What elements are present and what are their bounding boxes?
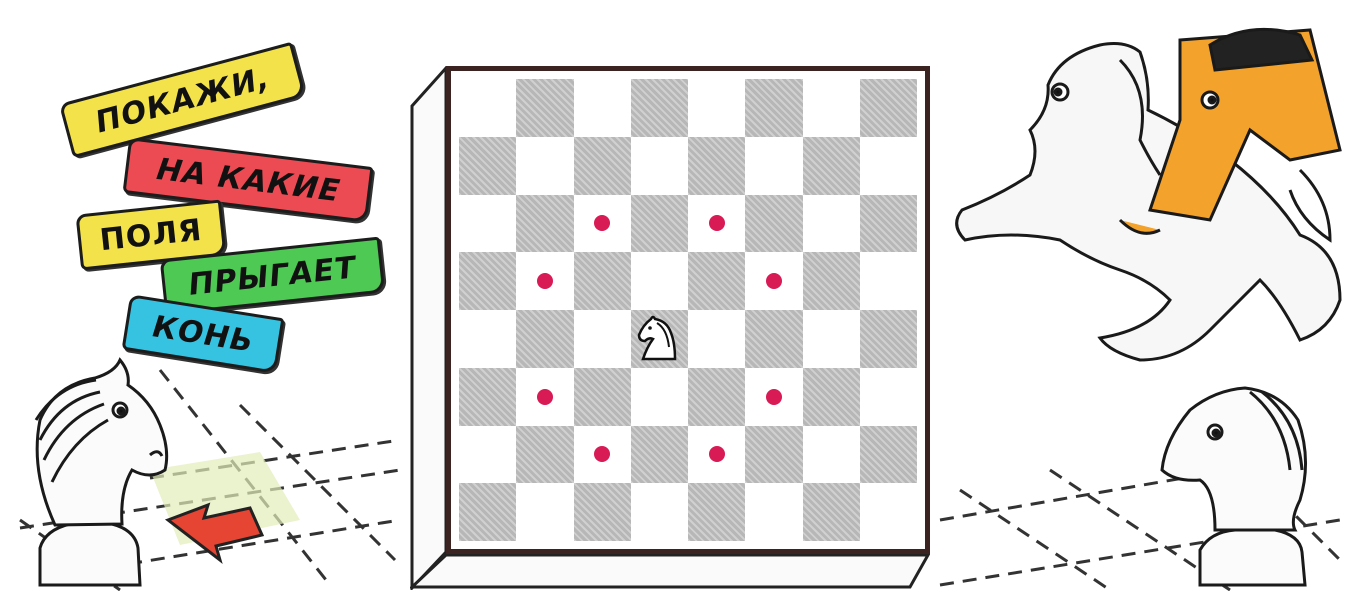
target-dot	[594, 446, 610, 462]
board-square-d2	[631, 426, 688, 484]
board-square-e1	[688, 483, 745, 541]
target-dot	[709, 446, 725, 462]
board-square-c3	[574, 368, 631, 426]
target-dot	[766, 273, 782, 289]
board-square-g5	[803, 252, 860, 310]
board-square-h1	[860, 483, 917, 541]
board-square-c5	[574, 252, 631, 310]
board-square-g3	[803, 368, 860, 426]
board-square-a6	[459, 195, 516, 253]
board-square-e7	[688, 137, 745, 195]
board-square-e4	[688, 310, 745, 368]
board-square-f1	[745, 483, 802, 541]
board-square-b5	[516, 252, 573, 310]
board-square-g7	[803, 137, 860, 195]
banner-text: НА КАКИЕ	[151, 152, 346, 208]
board-square-h6	[860, 195, 917, 253]
board-square-c6	[574, 195, 631, 253]
board-square-a7	[459, 137, 516, 195]
board-square-f7	[745, 137, 802, 195]
board-square-c1	[574, 483, 631, 541]
board-square-a3	[459, 368, 516, 426]
board-square-b1	[516, 483, 573, 541]
knight-piece-icon	[633, 313, 685, 365]
board-square-b7	[516, 137, 573, 195]
target-dot	[537, 389, 553, 405]
target-dot	[709, 215, 725, 231]
board-square-b2	[516, 426, 573, 484]
board-square-f4	[745, 310, 802, 368]
board-square-d4	[631, 310, 688, 368]
board-square-f5	[745, 252, 802, 310]
board-square-g4	[803, 310, 860, 368]
board-grid	[459, 79, 917, 541]
board-square-h8	[860, 79, 917, 137]
board-square-a4	[459, 310, 516, 368]
board-side-edge	[410, 66, 450, 590]
board-square-b4	[516, 310, 573, 368]
board-square-f2	[745, 426, 802, 484]
banner-text: ПРЫГАЕТ	[187, 249, 357, 302]
banner-text: КОНЬ	[147, 309, 258, 359]
board-square-h4	[860, 310, 917, 368]
board-square-e3	[688, 368, 745, 426]
board-square-c7	[574, 137, 631, 195]
board-square-d1	[631, 483, 688, 541]
board-square-g2	[803, 426, 860, 484]
board-square-a1	[459, 483, 516, 541]
board-square-a5	[459, 252, 516, 310]
target-dot	[537, 273, 553, 289]
board-square-a2	[459, 426, 516, 484]
banner-text: ПОЛЯ	[98, 212, 204, 258]
board-square-h5	[860, 252, 917, 310]
board-square-f8	[745, 79, 802, 137]
board-square-f6	[745, 195, 802, 253]
board-square-b6	[516, 195, 573, 253]
board-square-e8	[688, 79, 745, 137]
board-square-h3	[860, 368, 917, 426]
board-square-c4	[574, 310, 631, 368]
board-square-d7	[631, 137, 688, 195]
board-square-e2	[688, 426, 745, 484]
board-square-d6	[631, 195, 688, 253]
board-square-d5	[631, 252, 688, 310]
board-square-g8	[803, 79, 860, 137]
board-square-d3	[631, 368, 688, 426]
board-square-e6	[688, 195, 745, 253]
board-square-h2	[860, 426, 917, 484]
board-square-e5	[688, 252, 745, 310]
board-square-c8	[574, 79, 631, 137]
board-square-g6	[803, 195, 860, 253]
board-square-h7	[860, 137, 917, 195]
board-square-f3	[745, 368, 802, 426]
board-square-d8	[631, 79, 688, 137]
board-square-g1	[803, 483, 860, 541]
board-square-a8	[459, 79, 516, 137]
target-dot	[766, 389, 782, 405]
board-square-b3	[516, 368, 573, 426]
board-bottom-edge	[410, 553, 930, 589]
board-square-b8	[516, 79, 573, 137]
board-square-c2	[574, 426, 631, 484]
chessboard	[446, 66, 930, 554]
target-dot	[594, 215, 610, 231]
